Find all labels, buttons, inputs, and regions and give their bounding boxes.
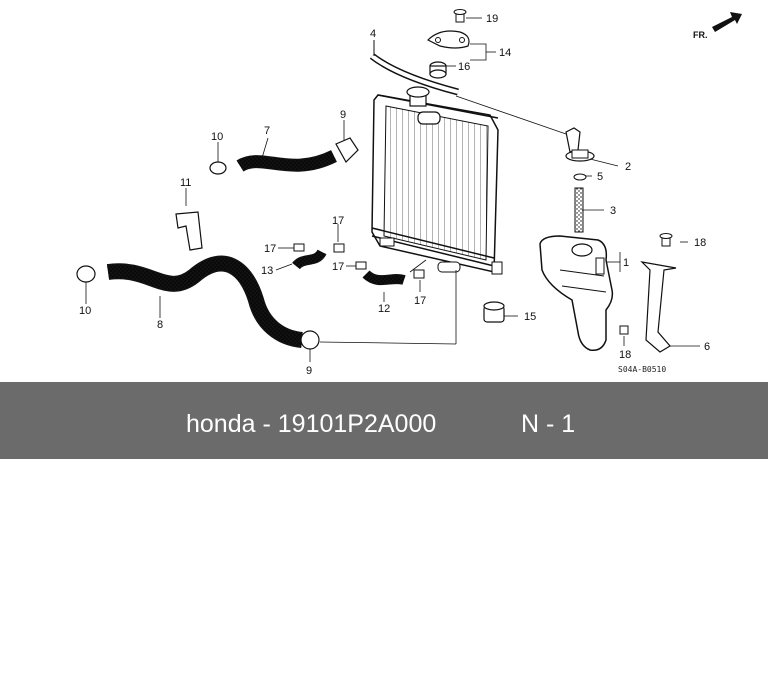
page: FR.	[0, 9, 768, 459]
callout-5: 5	[597, 171, 603, 183]
radiator-mount	[483, 301, 505, 323]
callout-11: 11	[180, 177, 191, 189]
direction-label: FR.	[693, 30, 708, 40]
callout-1: 1	[623, 257, 629, 269]
callout-9-lower: 9	[306, 365, 312, 377]
parts-diagram: FR.	[76, 9, 742, 377]
callout-3: 3	[610, 205, 616, 217]
callout-7: 7	[264, 125, 270, 137]
callout-19: 19	[486, 13, 498, 25]
tank-bracket	[619, 233, 677, 353]
radiator-assembly-drawing: FR.	[76, 9, 742, 377]
upper-hose	[209, 137, 359, 175]
callout-10-upper: 10	[211, 131, 223, 143]
callout-17-top: 17	[332, 215, 344, 227]
callout-12: 12	[378, 303, 390, 315]
callout-8: 8	[157, 319, 163, 331]
callout-9-upper: 9	[340, 109, 346, 121]
drain-parts	[565, 127, 595, 233]
callout-17-mid: 17	[332, 261, 344, 273]
overflow-tube	[369, 40, 459, 96]
hose-clip	[175, 211, 203, 251]
small-hoses	[292, 243, 425, 286]
caption-bar: honda - 19101P2A000 N - 1	[0, 382, 768, 459]
callout-18-upper: 18	[694, 237, 706, 249]
radiator	[371, 86, 503, 275]
caption-part-id: honda - 19101P2A000	[186, 382, 436, 459]
callout-2: 2	[625, 161, 631, 173]
figure-code: S04A-B0510	[618, 365, 666, 374]
lower-hose	[76, 255, 320, 350]
diagram-position: N - 1	[521, 410, 576, 438]
callout-16: 16	[458, 61, 470, 73]
callout-17-left: 17	[264, 243, 276, 255]
callout-17-bottom: 17	[414, 295, 426, 307]
callouts: 1 2 3 4 5 6 7 8 9 9 10 10 11 12 13 14 15…	[79, 13, 710, 377]
caption-separator: -	[262, 410, 271, 438]
front-direction-indicator: FR.	[693, 12, 742, 40]
reservoir-cap-assembly	[426, 9, 470, 79]
caption: honda - 19101P2A000 N - 1	[0, 382, 768, 459]
callout-13: 13	[261, 265, 273, 277]
callout-18-lower: 18	[619, 349, 631, 361]
callout-4: 4	[370, 28, 376, 40]
part-number: 19101P2A000	[277, 410, 437, 438]
brand-name: honda	[186, 410, 256, 438]
callout-14: 14	[499, 47, 511, 59]
callout-6: 6	[704, 341, 710, 353]
callout-15: 15	[524, 311, 536, 323]
reserve-tank	[539, 235, 614, 352]
callout-10-lower: 10	[79, 305, 91, 317]
